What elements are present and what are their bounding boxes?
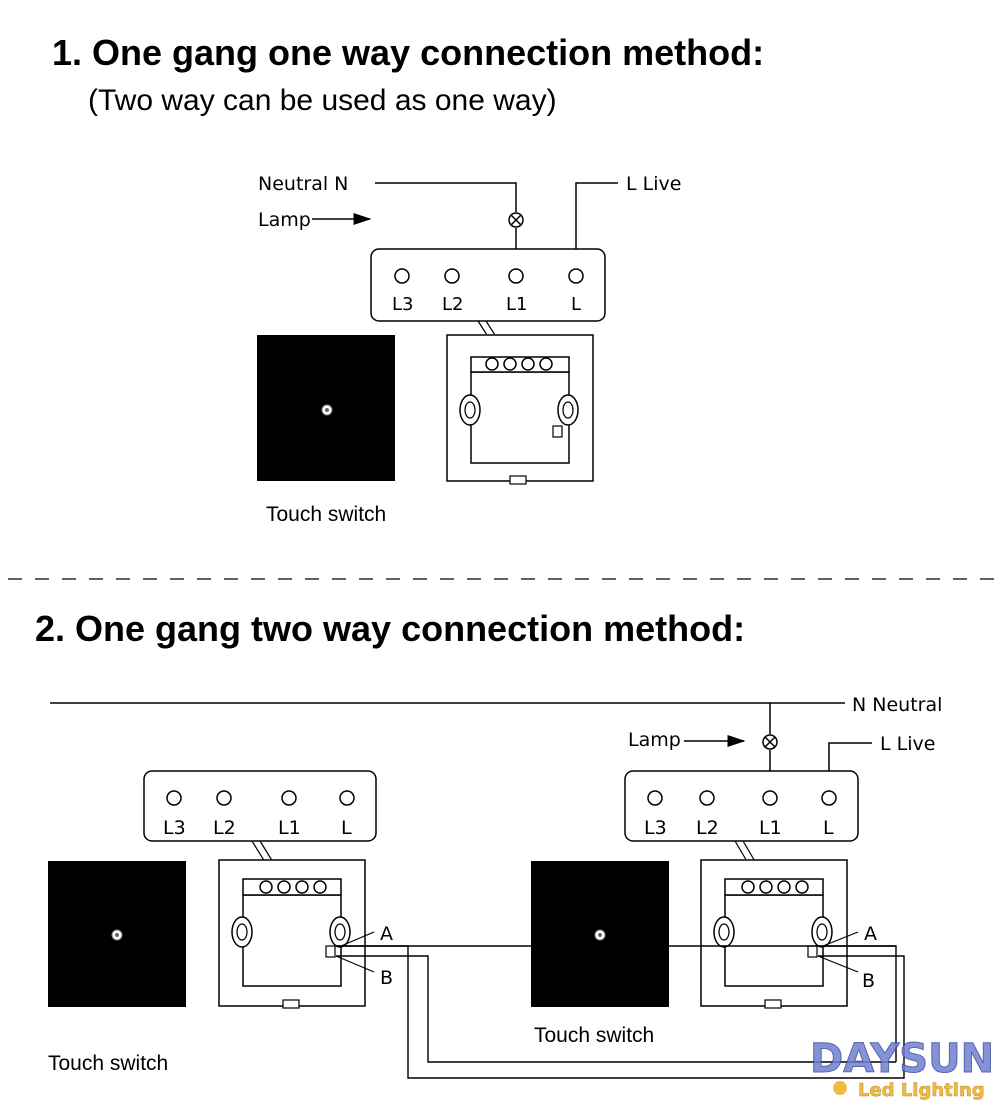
section2-right-switch-back	[700, 859, 848, 1009]
section2-right-point-b-label: B	[862, 970, 875, 992]
section2-lamp-icon	[762, 734, 778, 750]
section1-neutral-label: Neutral N	[258, 173, 348, 195]
section1-terminal-l2-label: L2	[442, 294, 463, 315]
section1-live-label: L Live	[626, 173, 681, 195]
section2-lamp-label: Lamp	[628, 729, 681, 751]
section1-lamp-label: Lamp	[258, 209, 311, 231]
section2-right-terminal-l-label: L	[823, 817, 834, 839]
daysun-logo: DAYSUN Led Lighting	[810, 1036, 995, 1102]
section1-title: 1. One gang one way connection method:	[52, 32, 765, 73]
section1-touch-switch-caption: Touch switch	[266, 503, 387, 526]
section1-terminal-l-label: L	[571, 294, 581, 315]
section1-terminal-l1-label: L1	[506, 294, 527, 315]
section1-terminal-l-icon	[568, 268, 584, 284]
section1-terminal-l1-icon	[508, 268, 524, 284]
section1-neutral-wire	[375, 182, 517, 212]
section1-terminal-l2-icon	[444, 268, 460, 284]
section1-lamp-icon	[508, 212, 524, 228]
section2-right-terminal-l3-label: L3	[644, 817, 667, 839]
section2-right-touch-switch-caption: Touch switch	[534, 1024, 655, 1047]
section2-left-terminal-l-label: L	[341, 817, 352, 839]
section2-left-touch-switch-caption: Touch switch	[48, 1052, 169, 1075]
section2-left-point-a-label: A	[380, 923, 393, 945]
section1-terminal-block	[370, 248, 606, 322]
section2-neutral-label: N Neutral	[852, 694, 942, 716]
section1-live-wire	[575, 182, 618, 268]
section2-left-switch-back	[218, 859, 366, 1009]
section2-traveler-wires	[336, 945, 905, 1079]
section2-live-label: L Live	[880, 733, 935, 755]
section1-switch-back	[446, 334, 594, 485]
logo-tagline: Led Lighting	[858, 1080, 985, 1101]
section2-right-terminal-block	[624, 770, 859, 842]
section2-right-terminal-l1-label: L1	[759, 817, 782, 839]
section2-diagram: N Neutral Lamp L Live L3 L2 L1 L	[48, 694, 942, 1079]
section2-left-terminal-l1-label: L1	[278, 817, 301, 839]
logo-sun-icon	[833, 1081, 847, 1095]
section1-subtitle: (Two way can be used as one way)	[88, 84, 557, 117]
section2-right-point-a-label: A	[864, 923, 877, 945]
section2-right-terminal-l2-label: L2	[696, 817, 719, 839]
section2-left-point-b-label: B	[380, 967, 393, 989]
logo-name: DAYSUN	[810, 1036, 994, 1082]
section2-left-terminal-l2-label: L2	[213, 817, 236, 839]
section2-left-terminal-l3-label: L3	[163, 817, 186, 839]
section1-terminal-l3-label: L3	[392, 294, 413, 315]
section1-terminal-l3-icon	[394, 268, 410, 284]
section1-diagram: Neutral N Lamp L Live L3 L2 L1 L	[257, 173, 681, 485]
section2-title: 2. One gang two way connection method:	[35, 608, 746, 649]
